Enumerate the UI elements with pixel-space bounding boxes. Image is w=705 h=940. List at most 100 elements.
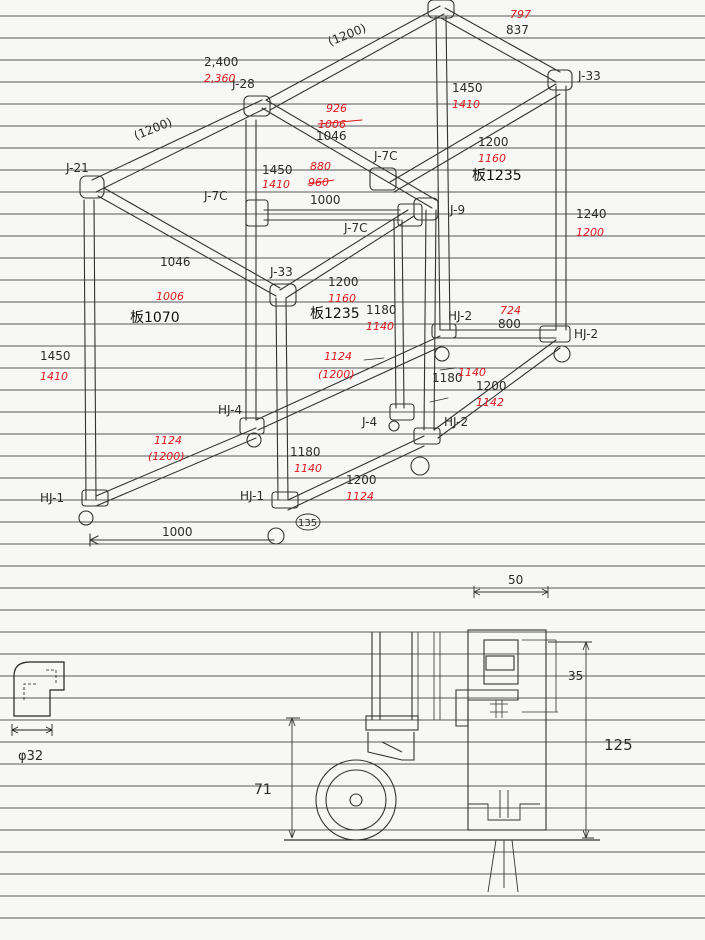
top-back-rail xyxy=(265,5,445,111)
elbow-inner xyxy=(23,669,57,700)
label-j7c-top: J-7C xyxy=(373,149,397,163)
caster-wheel-inner xyxy=(325,769,387,831)
dim-center-post-pencil: 1180 xyxy=(366,303,397,317)
dim-center-post-red: 1140 xyxy=(366,320,394,333)
caster-wheel xyxy=(388,420,400,432)
wheel-height-label: 71 xyxy=(254,782,272,798)
mid-cross-beam xyxy=(263,209,401,221)
label-hj4: HJ-4 xyxy=(218,403,242,417)
lower-right-diag xyxy=(433,339,561,439)
label-j4: J-4 xyxy=(361,415,377,429)
dim-base-width: 1000 xyxy=(162,525,193,539)
pipe xyxy=(371,632,413,720)
dim-right-beam-pencil: 1200 xyxy=(478,135,509,149)
label-j33-top: J-33 xyxy=(577,69,601,83)
total-height-dim xyxy=(548,641,594,839)
board-center: 板1235 xyxy=(310,306,360,322)
joint-hj2-lower xyxy=(413,427,441,445)
label-hj2-right: HJ-2 xyxy=(574,327,598,341)
dim-diag-red-struck: 1006 xyxy=(318,118,346,131)
top-right-rail xyxy=(440,7,561,83)
dim-inner-post-red: 1140 xyxy=(458,366,486,379)
joint-j7c-mid xyxy=(397,203,423,227)
joint-j33-front xyxy=(269,283,297,307)
dim-mid-post-red: 1410 xyxy=(262,178,290,191)
ruled-lines xyxy=(0,15,705,919)
width-label: 50 xyxy=(508,573,523,587)
label-j28: J-28 xyxy=(231,77,255,91)
label-hj1-front: HJ-1 xyxy=(240,489,264,503)
joint-j21 xyxy=(79,175,105,199)
bracket-nut xyxy=(485,655,515,671)
bracket-height-dim xyxy=(522,639,558,713)
dim-left-low-pencil: (1200) xyxy=(148,450,185,463)
dim-right-bottom-red: 1142 xyxy=(476,396,504,409)
dim-rear-post-pencil: 1450 xyxy=(452,81,483,95)
joint-j33-top xyxy=(547,69,573,91)
elbow-outline xyxy=(13,661,65,717)
dim-left-depth: (1200) xyxy=(132,115,174,143)
post-right-front xyxy=(423,209,437,431)
dim-left-post-red: 1410 xyxy=(40,370,68,383)
dim-mid-low-red: 1124 xyxy=(324,350,352,363)
dim-right-post-red: 1200 xyxy=(576,226,604,239)
dim-left-low-red: 1124 xyxy=(154,434,182,447)
lower-left-rail xyxy=(95,427,257,507)
dim-front-diag-pencil: 1046 xyxy=(160,255,191,269)
dim-mid-beam-red: 880 xyxy=(310,160,331,173)
label-j9: J-9 xyxy=(449,203,465,217)
dim-right-bottom-pencil: 1200 xyxy=(476,379,507,393)
label-j7c-left: J-7C xyxy=(203,189,227,203)
elbow-dimension xyxy=(11,724,53,736)
dim-left-post-pencil: 1450 xyxy=(40,349,71,363)
caster-wheel xyxy=(410,456,430,476)
red-strike xyxy=(317,119,363,125)
caster-wheel xyxy=(267,527,285,545)
dim-diag-pencil: 1046 xyxy=(316,129,347,143)
dim-front-bottom-pencil: 1200 xyxy=(346,473,377,487)
dim-front-post-red: 1140 xyxy=(294,462,322,475)
joint-top-apex xyxy=(427,0,455,19)
joint-hj2-left xyxy=(431,323,457,339)
label-j33-front: J-33 xyxy=(269,265,293,279)
red-strike xyxy=(307,179,335,185)
frame-sketch xyxy=(78,0,573,547)
total-height-label: 125 xyxy=(604,736,633,754)
width-dimension xyxy=(473,586,549,598)
bracket-arm xyxy=(455,689,519,727)
dim-right-beam-red: 1160 xyxy=(478,152,506,165)
pipe-collar xyxy=(365,715,419,731)
dim-diag-red-top: 926 xyxy=(326,102,347,115)
wall-face xyxy=(417,632,441,720)
elbow-diameter: φ32 xyxy=(18,749,43,764)
post-front-center xyxy=(275,297,289,501)
caster-fork xyxy=(367,732,415,761)
dim-top-right-red: 797 xyxy=(510,8,531,21)
board-top-right: 板1235 xyxy=(472,168,522,184)
anchor-bolt xyxy=(468,790,540,893)
joint-j9 xyxy=(413,197,439,221)
dim-center-beam-red: 1160 xyxy=(328,292,356,305)
caster-axle xyxy=(349,793,363,807)
dim-top-depth: (1200) xyxy=(326,21,368,49)
dim-j28-pencil: 2,400 xyxy=(204,55,238,69)
lower-right-rail xyxy=(439,329,557,339)
top-left-rail xyxy=(91,99,267,193)
dim-mid-low-pencil: (1200) xyxy=(318,368,355,381)
label-hj2-left: HJ-2 xyxy=(448,309,472,323)
dim-right-post-pencil: 1240 xyxy=(576,207,607,221)
joint-j7c-top xyxy=(369,167,397,191)
column-box xyxy=(467,629,547,831)
dim-right-low-red: 724 xyxy=(500,304,521,317)
lower-mid-rail xyxy=(255,335,443,431)
dim-center-beam-pencil: 1200 xyxy=(328,275,359,289)
joint-j28 xyxy=(243,95,271,117)
dim-mid-post-pencil: 1450 xyxy=(262,163,293,177)
bracket-top xyxy=(483,639,519,685)
caster-wheel-outer xyxy=(315,759,397,841)
post-inner xyxy=(393,219,405,409)
post-rear-center xyxy=(435,15,451,331)
joint-j7c-left xyxy=(245,199,269,227)
caster-wheel xyxy=(434,346,450,362)
dim-j28-red: 2,360 xyxy=(204,72,236,85)
